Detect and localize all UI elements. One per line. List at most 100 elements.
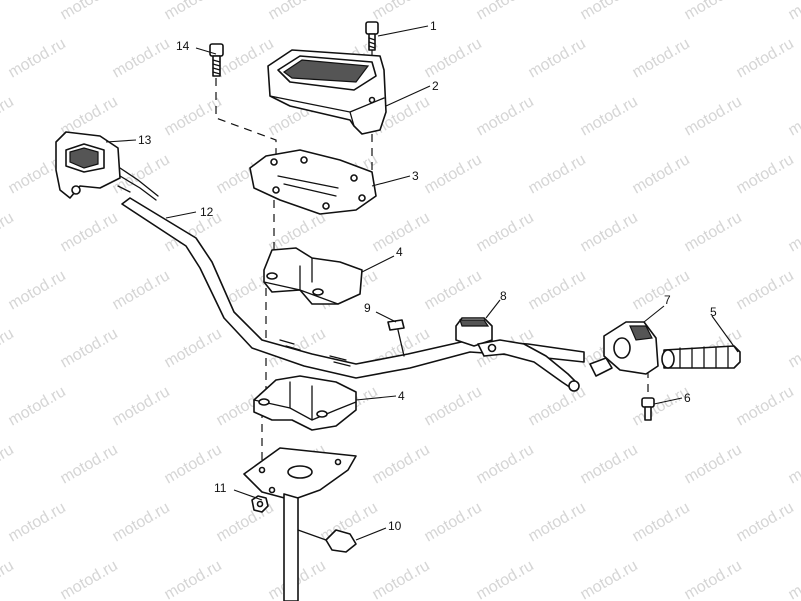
callout-5: 5 (710, 305, 717, 319)
watermark-text: motod.ru (734, 499, 797, 545)
watermark-text: motod.ru (422, 151, 485, 197)
watermark-text: motod.ru (266, 0, 329, 23)
switch-housing (55, 131, 159, 201)
watermark-text: motod.ru (786, 209, 801, 255)
watermark-text: motod.ru (58, 325, 121, 371)
watermark-text: motod.ru (110, 383, 173, 429)
callout-labels: 1 2 3 4 4 5 6 7 8 9 10 11 12 13 14 (138, 19, 717, 533)
watermark-text: motod.ru (734, 383, 797, 429)
screw (641, 397, 655, 421)
watermark-text: motod.ru (682, 557, 745, 601)
callout-4-upper: 4 (396, 245, 403, 259)
watermark-text: motod.ru (682, 441, 745, 487)
watermark-text: motod.ru (578, 441, 641, 487)
watermark-text: motod.ru (786, 557, 801, 601)
watermark-text: motod.ru (162, 557, 225, 601)
watermark-text: motod.ru (370, 557, 433, 601)
watermark-text: motod.ru (58, 0, 121, 23)
watermark-text: motod.ru (526, 35, 589, 81)
watermark-text: motod.ru (0, 557, 17, 601)
watermark-text: motod.ru (110, 267, 173, 313)
watermark-text: motod.ru (0, 441, 17, 487)
brake-lever-assembly (455, 317, 580, 392)
watermark-text: motod.ru (682, 209, 745, 255)
callout-13: 13 (138, 133, 152, 147)
callout-1: 1 (430, 19, 437, 33)
watermark-text: motod.ru (162, 0, 225, 23)
callout-8: 8 (500, 289, 507, 303)
watermark-text: motod.ru (786, 325, 801, 371)
watermark-text: motod.ru (6, 267, 69, 313)
watermark-text: motod.ru (734, 151, 797, 197)
watermark-text: motod.ru (58, 557, 121, 601)
watermark-text: motod.ru (6, 35, 69, 81)
watermark-text: motod.ru (422, 499, 485, 545)
watermark-text: motod.ru (526, 499, 589, 545)
watermark-text: motod.ru (786, 441, 801, 487)
watermark-text: motod.ru (630, 35, 693, 81)
handlebar-cover (267, 49, 387, 135)
watermark-text: motod.ru (214, 35, 277, 81)
watermark-text: motod.ru (630, 151, 693, 197)
watermark-text: motod.ru (734, 35, 797, 81)
watermark-text: motod.ru (370, 441, 433, 487)
adapter-plate (249, 149, 377, 215)
watermark-text: motod.ru (786, 93, 801, 139)
watermark-text: motod.ru (578, 93, 641, 139)
callout-4-lower: 4 (398, 389, 405, 403)
watermark-text: motod.ru (6, 499, 69, 545)
leader-lines (105, 25, 739, 541)
cable-clip (297, 529, 357, 553)
cable-tie (387, 319, 405, 357)
watermark-text: motod.ru (110, 499, 173, 545)
watermark-text: motod.ru (162, 93, 225, 139)
lower-clamp (253, 375, 357, 431)
callout-9: 9 (364, 301, 371, 315)
throttle-housing (589, 321, 659, 377)
watermark-text: motod.ru (630, 499, 693, 545)
nut (251, 495, 269, 513)
steering-post (243, 447, 357, 601)
watermark-text: motod.ru (578, 209, 641, 255)
watermark-text: motod.ru (0, 93, 17, 139)
watermark-text: motod.ru (682, 0, 745, 23)
watermark-text: motod.ru (526, 267, 589, 313)
watermark-text: motod.ru (422, 267, 485, 313)
handlebar (121, 197, 585, 379)
watermark-text: motod.ru (6, 383, 69, 429)
watermark-text: motod.ru (682, 93, 745, 139)
callout-3: 3 (412, 169, 419, 183)
watermark-text: motod.ru (526, 383, 589, 429)
grip (661, 345, 741, 369)
watermark-text: motod.ru (162, 325, 225, 371)
watermark-text: motod.ru (58, 441, 121, 487)
bolt (365, 21, 379, 51)
watermark-text: motod.ru (474, 209, 537, 255)
callout-7: 7 (664, 293, 671, 307)
watermark-text: motod.ru (786, 0, 801, 23)
watermark-text: motod.ru (630, 267, 693, 313)
watermark-text: motod.ru (0, 209, 17, 255)
callout-14: 14 (176, 39, 190, 53)
callout-6: 6 (684, 391, 691, 405)
callout-2: 2 (432, 79, 439, 93)
watermark-text: motod.ru (0, 325, 17, 371)
upper-clamp (263, 247, 363, 305)
watermark-text: motod.ru (422, 383, 485, 429)
watermark-text: motod.ru (578, 557, 641, 601)
watermark-text: motod.ru (0, 0, 17, 23)
callout-11: 11 (214, 481, 227, 495)
watermark-text: motod.ru (474, 93, 537, 139)
watermark-text: motod.ru (474, 441, 537, 487)
watermark-text: motod.ru (370, 0, 433, 23)
callout-10: 10 (388, 519, 402, 533)
watermark-text: motod.ru (474, 557, 537, 601)
callout-12: 12 (200, 205, 214, 219)
watermark-text: motod.ru (58, 209, 121, 255)
watermark-text: motod.ru (734, 267, 797, 313)
watermark-text: motod.ru (526, 151, 589, 197)
watermark-text: motod.ru (110, 35, 173, 81)
watermark-text: motod.ru (578, 0, 641, 23)
